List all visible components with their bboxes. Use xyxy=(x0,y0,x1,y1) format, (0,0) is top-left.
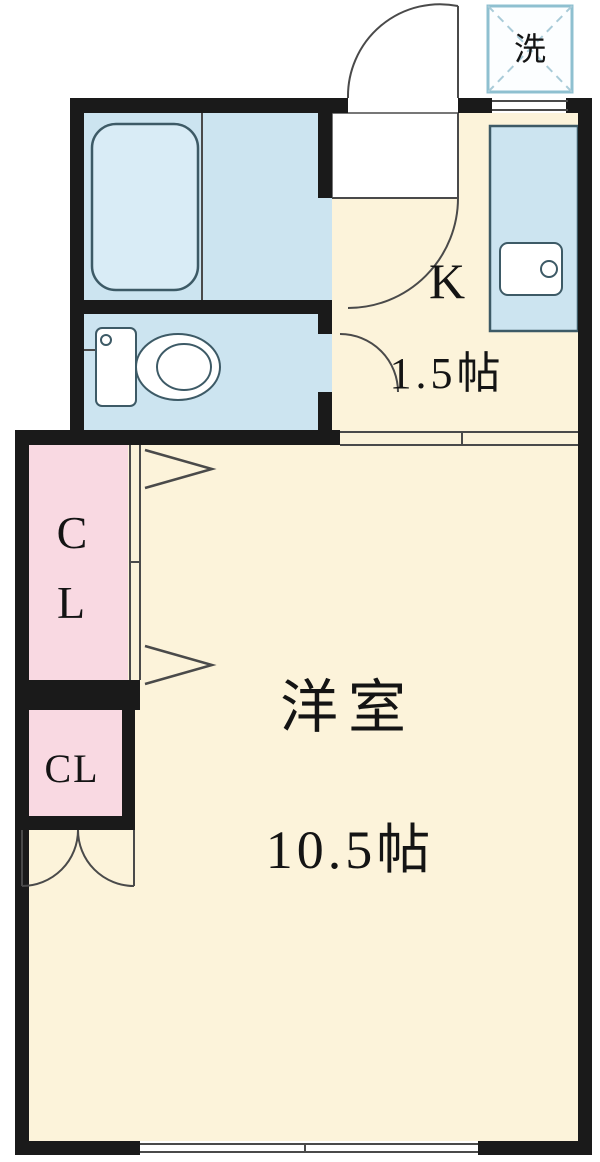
main-room-area-label: 10.5帖 xyxy=(266,820,435,880)
labels: 洗 K 1.5帖 C L CL 洋室 10.5帖 xyxy=(44,31,546,880)
closet-large-floor xyxy=(29,445,128,680)
closet-large-label-line2: L xyxy=(57,577,85,628)
laundry-cross-line-2 xyxy=(487,5,573,93)
closet-fold-arrow-bottom xyxy=(144,644,217,686)
wall-mid-horizontal xyxy=(15,430,340,445)
bathtub xyxy=(90,122,200,292)
wall-bottom-right xyxy=(478,1141,592,1155)
entrance-door-arc xyxy=(346,3,459,99)
wall-bottom-left xyxy=(15,1141,140,1155)
wall-wet-right-a xyxy=(318,113,332,198)
wall-closet-divider xyxy=(15,680,140,710)
fixtures xyxy=(84,4,580,407)
wall-wet-right-c xyxy=(318,392,332,431)
toilet-door-arc xyxy=(339,333,399,393)
wall-closet-small-bottom xyxy=(15,816,135,830)
wall-top-entry-stub xyxy=(458,98,492,113)
closet-fold-arrow-top xyxy=(144,448,217,490)
toilet-seat xyxy=(156,343,212,391)
wall-bath-toilet-divider xyxy=(70,300,332,314)
walls xyxy=(15,98,592,1155)
closet-small-door-arc-left xyxy=(21,829,79,887)
kitchen-area-label: 1.5帖 xyxy=(390,349,505,398)
kitchen-sink xyxy=(499,242,563,296)
wall-top-left xyxy=(70,98,348,113)
closet-small-floor xyxy=(29,710,122,816)
bathroom-door-arc xyxy=(347,197,459,309)
laundry-label: 洗 xyxy=(514,31,546,67)
kitchen-name-label: K xyxy=(429,253,465,309)
main-room-name-label: 洋室 xyxy=(280,675,416,740)
wall-left-upper xyxy=(70,98,84,445)
closet-small-door-arc-right xyxy=(77,829,135,887)
closet-small-label: CL xyxy=(44,746,99,791)
wall-left-lower xyxy=(15,430,29,1155)
wall-wet-right-b xyxy=(318,308,332,334)
closet-large-label-line1: C xyxy=(57,507,88,558)
wall-closet-small-right xyxy=(122,680,135,830)
doors xyxy=(21,3,578,1153)
kitchen-counter xyxy=(488,124,580,333)
toilet-flush-button xyxy=(100,334,112,346)
entrance-genkan-floor xyxy=(331,112,459,199)
kitchen-faucet xyxy=(540,260,558,278)
wall-right xyxy=(578,98,592,1155)
